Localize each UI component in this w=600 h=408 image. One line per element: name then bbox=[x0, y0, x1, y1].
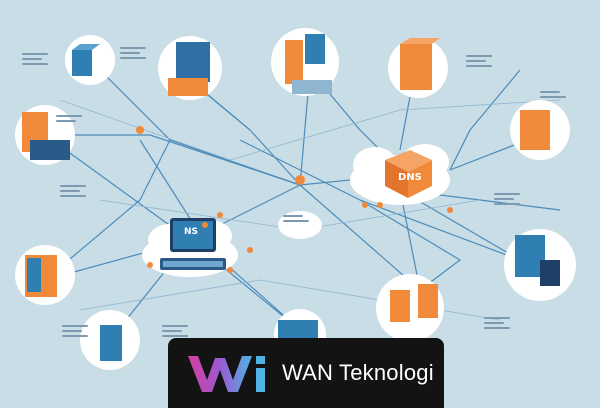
label-block bbox=[22, 50, 48, 65]
label-block bbox=[466, 52, 492, 67]
dns-box-icon bbox=[385, 150, 432, 198]
label-block bbox=[62, 322, 88, 337]
connection-lines bbox=[44, 59, 561, 341]
brand-banner: WAN Teknologi bbox=[168, 338, 444, 408]
label-block bbox=[60, 182, 86, 197]
wan-logo-icon bbox=[188, 356, 265, 392]
label-block bbox=[494, 190, 520, 205]
label-block bbox=[162, 322, 188, 337]
label-block bbox=[484, 314, 510, 329]
dns-hub-label: DNS bbox=[398, 172, 422, 183]
connection-dots bbox=[136, 126, 453, 273]
label-block bbox=[56, 112, 82, 122]
monitor-screen-label: NS bbox=[184, 227, 199, 237]
label-block bbox=[283, 212, 309, 222]
brand-name: WAN Teknologi bbox=[282, 360, 434, 385]
connection-lines-light bbox=[59, 99, 561, 321]
label-block bbox=[540, 88, 566, 98]
label-block bbox=[120, 44, 146, 59]
node-icons bbox=[22, 34, 560, 361]
